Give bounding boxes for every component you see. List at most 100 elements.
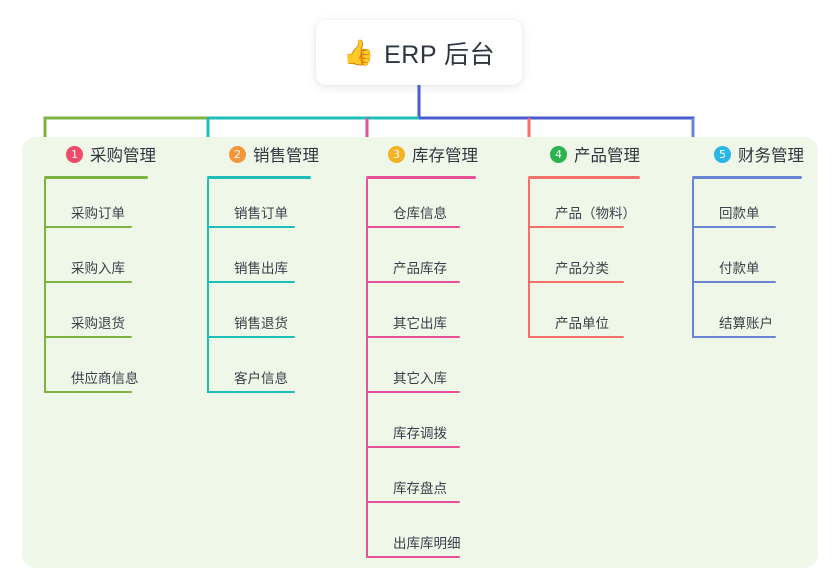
leaf-item-label: 其它出库 (393, 316, 447, 331)
leaf-item-underline (44, 391, 132, 393)
column-items-1: 采购订单采购入库采购退货供应商信息 (44, 179, 156, 399)
leaf-item-label: 其它入库 (393, 371, 447, 386)
leaf-item-label: 仓库信息 (393, 206, 447, 221)
leaf-item-underline (528, 226, 624, 228)
column-underline-2 (207, 176, 311, 179)
leaf-item[interactable]: 仓库信息 (366, 179, 478, 234)
column-3: 3 库存管理仓库信息产品库存其它出库其它入库库存调拨库存盘点出库库明细 (366, 137, 478, 564)
leaf-item-label: 供应商信息 (71, 371, 139, 386)
leaf-item-underline (366, 556, 460, 558)
leaf-item-label: 销售出库 (234, 261, 288, 276)
leaf-item-label: 产品分类 (555, 261, 609, 276)
leaf-item[interactable]: 销售出库 (207, 234, 319, 289)
leaf-item[interactable]: 库存调拨 (366, 399, 478, 454)
thumbs-up-icon: 👍 (342, 38, 375, 67)
leaf-item-label: 产品库存 (393, 261, 447, 276)
column-underline-3 (366, 176, 476, 179)
leaf-item-label: 采购入库 (71, 261, 125, 276)
leaf-item[interactable]: 产品分类 (528, 234, 640, 289)
leaf-item[interactable]: 回款单 (692, 179, 804, 234)
leaf-item[interactable]: 产品（物料） (528, 179, 640, 234)
leaf-item-label: 回款单 (719, 206, 760, 221)
column-spine-2 (207, 179, 209, 393)
column-title-2: 销售管理 (253, 147, 319, 165)
leaf-item-underline (366, 446, 460, 448)
leaf-item-underline (366, 281, 460, 283)
column-spine-5 (692, 179, 694, 338)
column-underline-4 (528, 176, 640, 179)
leaf-item-underline (207, 336, 295, 338)
leaf-item[interactable]: 销售退货 (207, 289, 319, 344)
leaf-item-label: 库存盘点 (393, 481, 447, 496)
leaf-item[interactable]: 其它入库 (366, 344, 478, 399)
column-badge-5: 5 (714, 145, 731, 163)
column-header-2[interactable]: 2 销售管理 (207, 137, 319, 171)
leaf-item[interactable]: 客户信息 (207, 344, 319, 399)
leaf-item-label: 结算账户 (719, 316, 773, 331)
column-title-1: 采购管理 (90, 147, 156, 165)
column-spine-3 (366, 179, 368, 558)
root-node-card[interactable]: 👍 ERP 后台 (316, 20, 522, 85)
leaf-item[interactable]: 产品单位 (528, 289, 640, 344)
leaf-item-underline (692, 226, 776, 228)
leaf-item-label: 库存调拨 (393, 426, 447, 441)
leaf-item[interactable]: 结算账户 (692, 289, 804, 344)
column-items-5: 回款单付款单结算账户 (692, 179, 804, 344)
column-underline-5 (692, 176, 802, 179)
leaf-item-label: 客户信息 (234, 371, 288, 386)
leaf-item[interactable]: 产品库存 (366, 234, 478, 289)
column-spine-4 (528, 179, 530, 338)
leaf-item[interactable]: 采购订单 (44, 179, 156, 234)
leaf-item-underline (207, 281, 295, 283)
leaf-item-underline (44, 226, 132, 228)
leaf-item[interactable]: 付款单 (692, 234, 804, 289)
column-items-3: 仓库信息产品库存其它出库其它入库库存调拨库存盘点出库库明细 (366, 179, 478, 564)
column-badge-4: 4 (550, 145, 567, 163)
leaf-item[interactable]: 其它出库 (366, 289, 478, 344)
column-header-4[interactable]: 4 产品管理 (528, 137, 640, 171)
leaf-item-label: 销售订单 (234, 206, 288, 221)
leaf-item-label: 销售退货 (234, 316, 288, 331)
leaf-item[interactable]: 采购退货 (44, 289, 156, 344)
leaf-item-underline (207, 226, 295, 228)
root-node-title: ERP 后台 (384, 40, 496, 69)
column-header-3[interactable]: 3 库存管理 (366, 137, 478, 171)
leaf-item-label: 采购退货 (71, 316, 125, 331)
leaf-item-underline (528, 336, 624, 338)
leaf-item-label: 出库库明细 (393, 536, 461, 551)
leaf-item[interactable]: 供应商信息 (44, 344, 156, 399)
column-5: 5 财务管理回款单付款单结算账户 (692, 137, 804, 344)
diagram-panel (22, 137, 818, 568)
leaf-item-label: 采购订单 (71, 206, 125, 221)
leaf-item-underline (528, 281, 624, 283)
leaf-item[interactable]: 库存盘点 (366, 454, 478, 509)
leaf-item-underline (207, 391, 295, 393)
leaf-item-underline (366, 336, 460, 338)
column-badge-3: 3 (388, 145, 405, 163)
leaf-item-label: 产品（物料） (555, 206, 636, 221)
leaf-item-underline (692, 336, 776, 338)
column-title-3: 库存管理 (412, 147, 478, 165)
leaf-item-label: 付款单 (719, 261, 760, 276)
column-4: 4 产品管理产品（物料） 产品分类产品单位 (528, 137, 640, 344)
leaf-item-underline (44, 281, 132, 283)
leaf-item[interactable]: 销售订单 (207, 179, 319, 234)
leaf-item[interactable]: 采购入库 (44, 234, 156, 289)
column-badge-2: 2 (229, 145, 246, 163)
column-underline-1 (44, 176, 148, 179)
column-2: 2 销售管理销售订单销售出库销售退货客户信息 (207, 137, 319, 399)
leaf-item[interactable]: 出库库明细 (366, 509, 478, 564)
leaf-item-underline (366, 391, 460, 393)
leaf-item-underline (366, 501, 460, 503)
leaf-item-underline (692, 281, 776, 283)
column-header-5[interactable]: 5 财务管理 (692, 137, 804, 171)
column-items-4: 产品（物料） 产品分类产品单位 (528, 179, 640, 344)
column-title-4: 产品管理 (574, 147, 640, 165)
column-items-2: 销售订单销售出库销售退货客户信息 (207, 179, 319, 399)
column-title-5: 财务管理 (738, 147, 804, 165)
leaf-item-label: 产品单位 (555, 316, 609, 331)
leaf-item-underline (366, 226, 460, 228)
leaf-item-underline (44, 336, 132, 338)
